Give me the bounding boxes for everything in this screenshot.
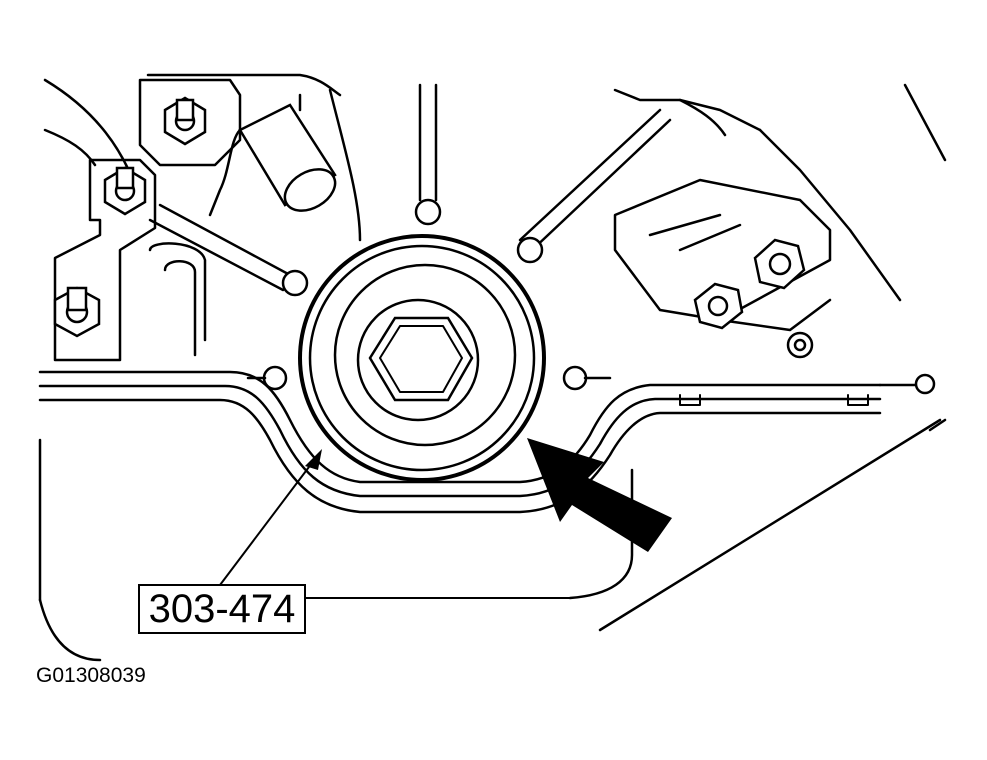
cover-ribs [148,83,672,391]
right-bracket [613,178,832,359]
stud-nut [53,96,207,338]
callout-leader-line [219,449,571,599]
oil-pan-rail [38,370,936,514]
cover-lower-edge [568,418,947,632]
figure-id-label: G01308039 [36,664,146,687]
crankshaft-bolt [368,316,474,402]
direction-arrow [527,438,672,552]
left-bracket [53,78,242,362]
crank-sensor [208,103,337,217]
tool-number-label: 303-474 [138,584,306,634]
